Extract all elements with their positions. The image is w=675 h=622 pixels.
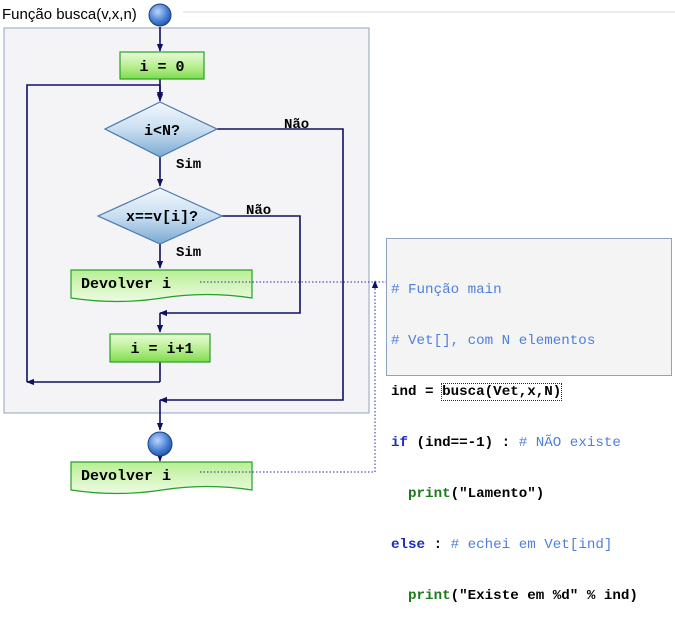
code-indent: [391, 588, 408, 604]
code-panel: # Função main # Vet[], com N elementos i…: [386, 238, 672, 604]
code-text: ("Lamento"): [450, 486, 545, 502]
return-end-step: Devolver i: [70, 461, 253, 495]
code-text: ("Existe em %d" % ind): [450, 588, 638, 604]
return-found-step: Devolver i: [70, 269, 253, 303]
code-function: print: [408, 486, 451, 502]
code-text: :: [425, 537, 451, 553]
code-text: ind =: [391, 384, 443, 400]
end-terminal-icon: [147, 431, 173, 457]
code-line-5: print("Lamento"): [391, 486, 671, 503]
arrow-match-no: [159, 215, 301, 317]
match-condition: x==v[i]?: [96, 187, 224, 245]
flowchart-canvas: Função busca(v,x,n) i = 0 i<N? Não Sim x…: [2, 3, 675, 495]
code-links: [200, 281, 438, 473]
code-comment: # Função main: [391, 282, 502, 298]
page-title: Função busca(v,x,n): [2, 6, 137, 23]
loop-condition: i<N?: [103, 101, 219, 158]
connectors: [26, 27, 344, 462]
return-end-label: Devolver i: [81, 468, 171, 485]
loop-no-label: Não: [284, 117, 309, 133]
increment-label: i = i+1: [130, 341, 193, 358]
start-terminal-icon: [148, 3, 172, 27]
code-line-1: # Função main: [391, 282, 671, 299]
code-line-3: ind = busca(Vet,x,N): [391, 383, 671, 401]
increment-step: i = i+1: [109, 333, 211, 363]
code-line-2: # Vet[], com N elementos: [391, 333, 671, 350]
code-comment: # NÃO existe: [518, 435, 621, 451]
init-step: i = 0: [119, 51, 205, 80]
match-no-label: Não: [246, 203, 271, 219]
arrow-loop-back-top: [26, 84, 160, 382]
code-text: (ind==-1) :: [408, 435, 519, 451]
code-function: print: [408, 588, 451, 604]
loop-condition-label: i<N?: [144, 123, 180, 140]
match-yes-label: Sim: [176, 245, 201, 261]
code-keyword: if: [391, 435, 409, 451]
arrow-cond-no: [159, 128, 344, 404]
loop-yes-label: Sim: [176, 157, 201, 173]
code-line-4: if (ind==-1) : # NÃO existe: [391, 435, 671, 452]
code-indent: [391, 486, 408, 502]
function-call-highlight: busca(Vet,x,N): [441, 383, 563, 401]
code-comment: # Vet[], com N elementos: [391, 333, 596, 349]
code-keyword: else: [391, 537, 426, 553]
code-line-7: print("Existe em %d" % ind): [391, 588, 671, 605]
init-label: i = 0: [139, 59, 184, 76]
code-comment: # echei em Vet[ind]: [450, 537, 613, 553]
return-found-label: Devolver i: [81, 276, 171, 293]
code-line-6: else : # echei em Vet[ind]: [391, 537, 671, 554]
match-condition-label: x==v[i]?: [126, 209, 198, 226]
link-return-end-to-call: [200, 282, 376, 473]
